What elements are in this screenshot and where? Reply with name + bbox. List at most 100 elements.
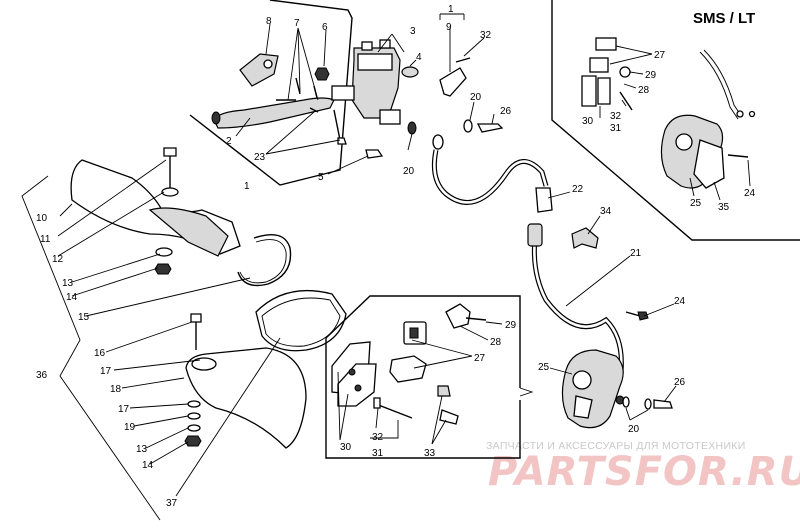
label-31-detail: 31 [372,448,384,459]
label-28-detail: 28 [490,337,502,348]
brake-lever-icon [213,97,335,129]
inset-brake-pad-icon [581,75,611,107]
label-6: 6 [322,22,328,33]
label-30: 30 [582,116,594,127]
inset-caliper-bracket-icon [693,139,725,189]
screw-icon [295,77,301,95]
label-10: 10 [36,213,48,224]
label-20-mid: 20 [403,166,415,177]
label-29-detail: 29 [505,320,517,331]
label-32: 32 [610,111,622,122]
label-18: 18 [110,384,122,395]
watermark: ЗАПЧАСТИ И АКСЕССУАРЫ ДЛЯ МОТОТЕХНИКИ PA… [486,440,800,495]
bracket-icon [439,67,467,97]
inset-caliper-piston-icon [675,133,693,151]
label-26-main: 26 [674,377,686,388]
label-25: 25 [690,198,702,209]
inset-pad-clip-icon [595,37,617,51]
inset-bolt-icon [727,154,749,158]
label-13-upper: 13 [62,278,74,289]
watermark-subtitle: ЗАПЧАСТИ И АКСЕССУАРЫ ДЛЯ МОТОТЕХНИКИ [486,440,746,452]
label-33: 33 [424,448,436,459]
label-37: 37 [166,498,178,509]
hand-guard-lower-icon [185,347,307,449]
label-9: 9 [446,22,452,33]
label-24-main: 24 [674,296,686,307]
caliper-icon [561,349,624,429]
label-20-top: 20 [470,92,482,103]
label-26-top: 26 [500,106,512,117]
label-7: 7 [294,18,300,29]
sms-lt-inset: 27 29 28 32 30 31 25 35 24 [551,0,800,241]
inset-pad-spring-icon [589,57,609,73]
label-27-detail: 27 [474,353,486,364]
detail-box-border [325,295,521,459]
label-32-top: 32 [480,30,492,41]
label-27: 27 [654,50,666,61]
label-14-upper: 14 [66,292,78,303]
clamp-icon [239,53,279,87]
label-14-lower: 14 [142,460,154,471]
hose-grommet-icon [535,187,553,213]
label-35: 35 [718,202,730,213]
inset-bleeder-icon [619,66,631,78]
label-24: 24 [744,188,756,199]
label-19: 19 [124,422,136,433]
label-15: 15 [78,312,90,323]
label-30-detail: 30 [340,442,352,453]
label-25-main: 25 [538,362,550,373]
master-cylinder-group: 8 7 6 3 4 1 9 32 20 26 20 5 23 2 1 [189,0,512,192]
label-34: 34 [600,206,612,217]
caliper-piston-icon [572,370,592,390]
hand-guard-upper: 10 11 12 13 14 15 36 [21,147,292,521]
label-31: 31 [610,123,622,134]
washer-icon [407,121,417,135]
clamp-ring-icon [237,234,292,287]
hose-clip-icon [571,227,599,249]
hand-guard-lower: 16 17 18 17 19 13 14 37 [94,289,347,509]
caliper-bolt-icon [625,311,641,317]
label-28: 28 [638,85,650,96]
clamp-half-icon [331,85,355,101]
label-17-upper: 17 [100,366,112,377]
label-13-lower: 13 [136,444,148,455]
label-21: 21 [630,248,642,259]
bleeder-icon [365,149,384,159]
pad-spring-icon [389,355,427,383]
brake-hose: 22 34 21 [431,134,642,394]
nut-icon [314,67,330,81]
label-3: 3 [410,26,416,37]
reservoir-cap-icon [357,53,393,71]
diaphragm-icon [401,66,419,78]
bleeder-valve-icon [445,303,471,329]
label-1-top: 1 [448,4,454,15]
guard-cover-icon [255,289,347,352]
label-1-group: 1 [244,181,250,192]
label-11: 11 [40,234,51,245]
group-1-border [189,0,353,186]
caliper-detail-box: 30 32 31 33 27 28 29 [325,295,534,459]
label-22: 22 [572,184,584,195]
inset-border [551,0,800,241]
diagram-title: SMS / LT [693,10,755,27]
watermark-brand: PARTSFOR.RU [488,449,800,495]
inset-pin-icon [619,91,633,111]
guard-mount-icon [148,207,229,257]
label-2: 2 [226,136,232,147]
label-23: 23 [254,152,266,163]
caliper-banjo-bolt-icon [653,399,673,409]
label-4: 4 [416,52,422,63]
banjo-bolt-icon [476,123,504,133]
label-20-main: 20 [628,424,640,435]
label-29: 29 [645,70,657,81]
label-36: 36 [36,370,48,381]
label-5: 5 [318,172,324,183]
brake-hose-upper-icon [431,149,549,205]
pad-pin-icon [375,403,413,419]
slide-pin-icon [437,385,451,397]
label-8: 8 [266,16,272,27]
main-caliper: 24 25 20 26 [538,296,686,435]
label-16: 16 [94,348,106,359]
label-17-lower: 17 [118,404,130,415]
label-32-detail: 32 [372,432,384,443]
